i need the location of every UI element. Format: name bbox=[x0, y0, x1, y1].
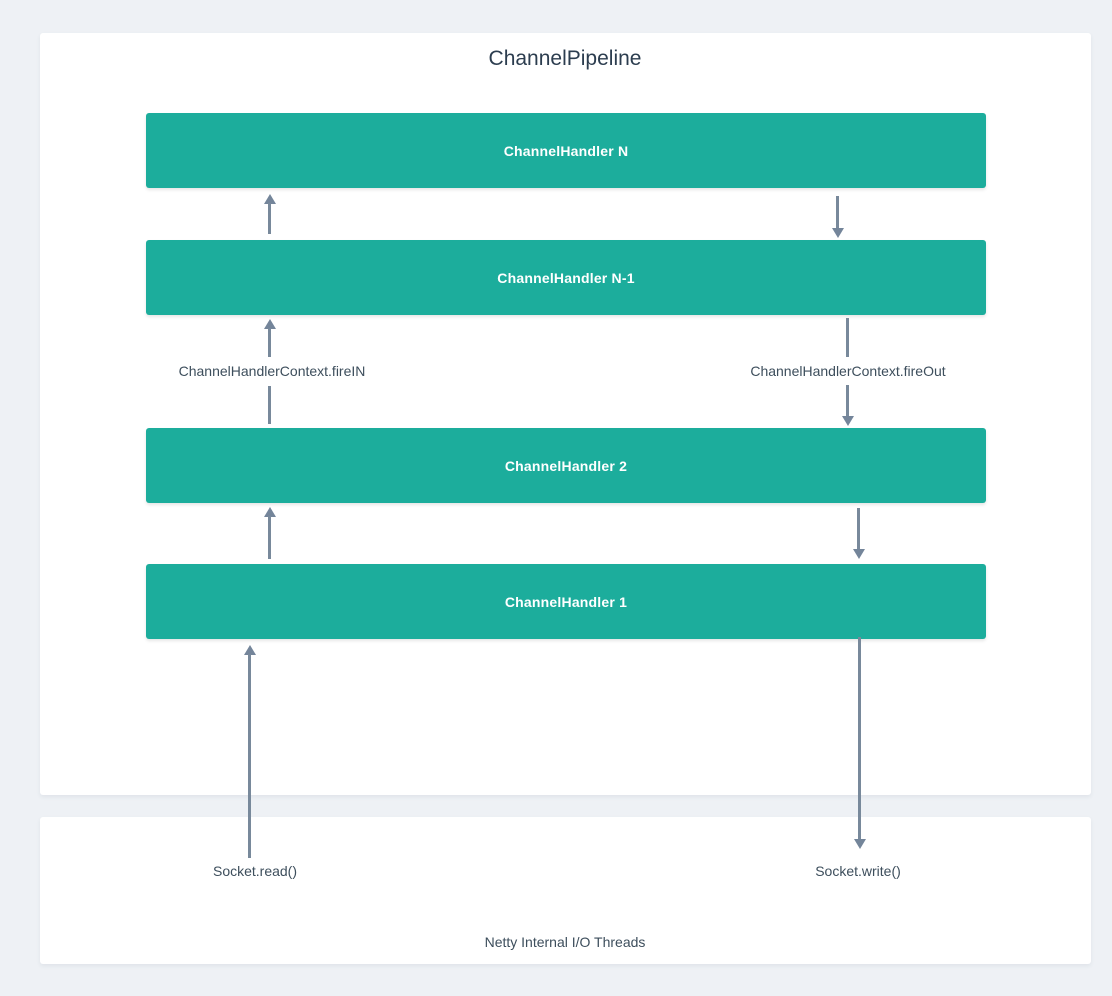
arrow-down-icon bbox=[854, 839, 866, 849]
arrow-line bbox=[268, 386, 271, 424]
arrow-down-icon bbox=[842, 416, 854, 426]
arrow-up-icon bbox=[244, 645, 256, 655]
handler-box-n-1: ChannelHandler N-1 bbox=[146, 240, 986, 315]
arrow-down-icon bbox=[853, 549, 865, 559]
arrow-up-icon bbox=[264, 319, 276, 329]
arrow-line bbox=[846, 385, 849, 416]
handler-box-1: ChannelHandler 1 bbox=[146, 564, 986, 639]
arrow-up-icon bbox=[264, 194, 276, 204]
socket-read-label: Socket.read() bbox=[212, 863, 298, 879]
arrow-line bbox=[248, 654, 251, 858]
handler-box-label: ChannelHandler 2 bbox=[504, 457, 628, 474]
handler-box-2: ChannelHandler 2 bbox=[146, 428, 986, 503]
io-threads-panel bbox=[40, 817, 1091, 964]
arrow-line bbox=[268, 516, 271, 559]
handler-box-n: ChannelHandler N bbox=[146, 113, 986, 188]
arrow-line bbox=[858, 637, 861, 839]
handler-box-label: ChannelHandler 1 bbox=[504, 593, 628, 610]
handler-box-label: ChannelHandler N-1 bbox=[497, 269, 635, 286]
io-threads-label: Netty Internal I/O Threads bbox=[484, 934, 646, 950]
socket-write-label: Socket.write() bbox=[815, 863, 901, 879]
arrow-down-icon bbox=[832, 228, 844, 238]
pipeline-title: ChannelPipeline bbox=[488, 47, 642, 70]
arrow-line bbox=[836, 196, 839, 228]
fire-out-label: ChannelHandlerContext.fireOut bbox=[750, 363, 946, 379]
arrow-line bbox=[857, 508, 860, 549]
arrow-line bbox=[268, 328, 271, 357]
fire-in-label: ChannelHandlerContext.fireIN bbox=[178, 363, 366, 379]
handler-box-label: ChannelHandler N bbox=[503, 142, 629, 159]
arrow-up-icon bbox=[264, 507, 276, 517]
arrow-line bbox=[268, 203, 271, 234]
arrow-line bbox=[846, 318, 849, 357]
